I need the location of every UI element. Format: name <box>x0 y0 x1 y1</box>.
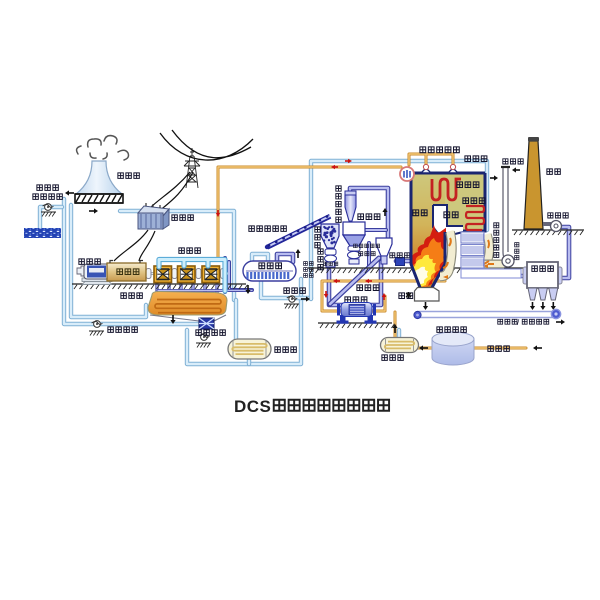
svg-text:/: / <box>517 318 520 327</box>
svg-text:DCS: DCS <box>234 397 271 416</box>
